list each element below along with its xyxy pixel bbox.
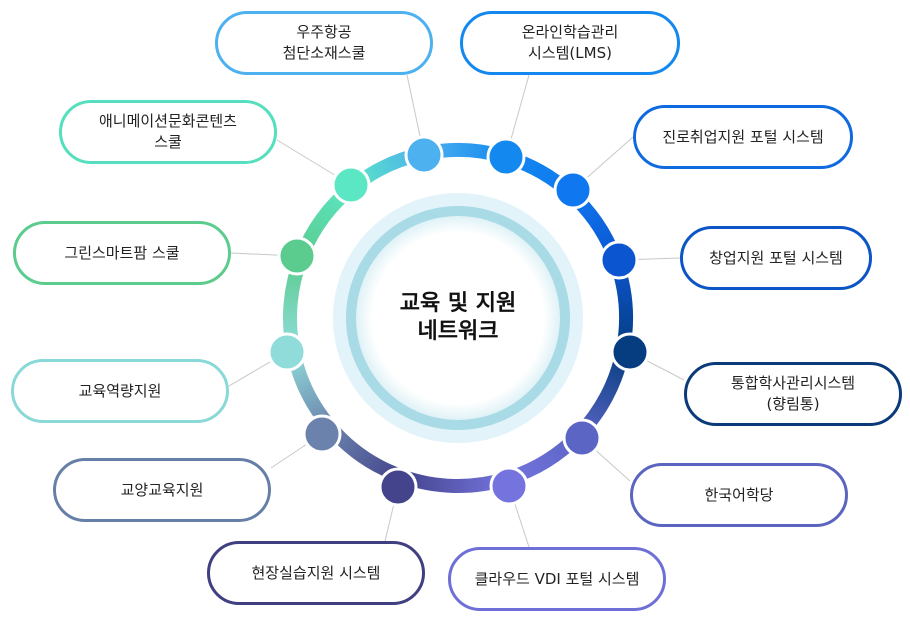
node-dot	[404, 135, 444, 175]
center-title: 교육 및 지원 네트워크	[399, 291, 517, 344]
node-box[interactable]: 우주항공 첨단소재스쿨	[215, 11, 433, 75]
node-dot	[277, 236, 317, 276]
node-dot	[378, 467, 418, 507]
node-dot	[610, 332, 650, 372]
node-box[interactable]: 창업지원 포털 시스템	[680, 226, 872, 290]
node-dot	[599, 240, 639, 280]
node-box[interactable]: 교양교육지원	[53, 458, 271, 522]
node-box[interactable]: 그린스마트팜 스쿨	[13, 221, 231, 285]
node-box[interactable]: 교육역량지원	[11, 359, 229, 423]
node-box[interactable]: 클라우드 VDI 포털 시스템	[448, 547, 666, 611]
node-dot	[489, 466, 529, 506]
node-box[interactable]: 온라인학습관리 시스템(LMS)	[460, 11, 680, 75]
node-dot	[331, 165, 371, 205]
node-box[interactable]: 애니메이션문화콘텐츠 스쿨	[59, 100, 277, 164]
node-dot	[486, 137, 526, 177]
node-dot	[553, 170, 593, 210]
center-ring	[346, 206, 570, 430]
node-dots	[267, 135, 650, 507]
node-box[interactable]: 진로취업지원 포털 시스템	[633, 105, 853, 169]
node-dot	[302, 414, 342, 454]
node-dot	[562, 418, 602, 458]
node-dot	[267, 332, 307, 372]
node-box[interactable]: 한국어학당	[630, 463, 848, 527]
node-box[interactable]: 통합학사관리시스템 (향림통)	[684, 362, 902, 426]
node-box[interactable]: 현장실습지원 시스템	[207, 541, 425, 605]
